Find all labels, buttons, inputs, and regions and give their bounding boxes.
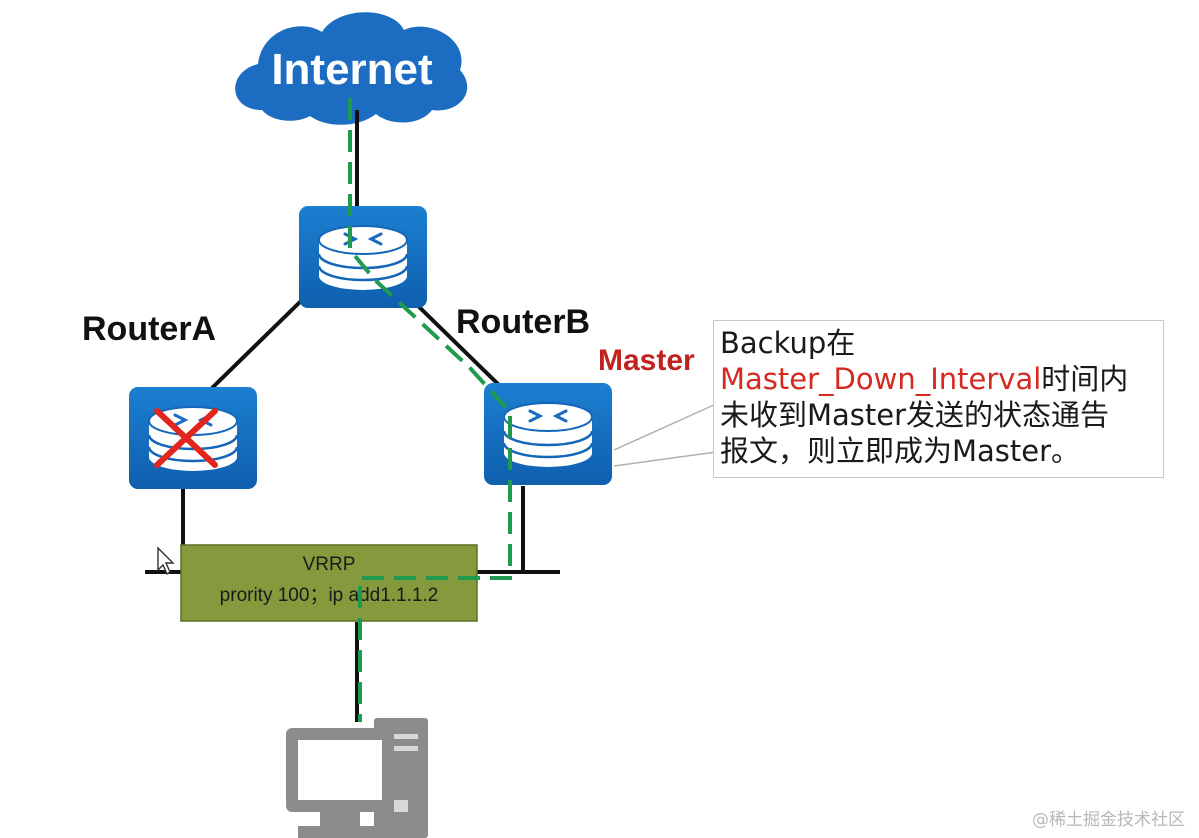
callout-box: Backup在 Master_Down_Interval时间内 未收到Maste… <box>713 320 1164 478</box>
vrrp-box: VRRP prority 100；ip add1.1.1.2 <box>180 544 478 622</box>
failure-x-icon <box>154 408 218 468</box>
core-router-icon <box>297 204 429 310</box>
internet-label: Internet <box>271 45 433 94</box>
master-role-label: Master <box>598 344 695 377</box>
cloud-icon: Internet <box>235 12 468 125</box>
watermark: @稀土掘金技术社区 <box>1032 810 1185 830</box>
vrrp-title: VRRP <box>303 554 356 575</box>
vrrp-detail: prority 100；ip add1.1.1.2 <box>220 585 439 606</box>
callout-line-1: Backup在 <box>720 326 856 360</box>
callout-line-2-rest: 时间内 <box>1041 362 1129 396</box>
pc-icon <box>286 718 428 838</box>
cursor-icon <box>157 546 175 576</box>
link-core-routera <box>208 298 304 392</box>
routerb-icon <box>482 381 614 487</box>
routerb-label: RouterB <box>456 303 590 341</box>
link-core-routerb <box>410 298 502 388</box>
callout-pointer <box>613 403 717 467</box>
callout-line-2: Master_Down_Interval时间内 <box>720 361 1157 397</box>
callout-line-3: 未收到Master发送的状态通告 <box>720 398 1110 432</box>
routera-label: RouterA <box>82 310 216 348</box>
callout-highlight: Master_Down_Interval <box>720 362 1042 396</box>
callout-line-4: 报文，则立即成为Master。 <box>720 434 1081 468</box>
routera-icon <box>127 385 259 491</box>
